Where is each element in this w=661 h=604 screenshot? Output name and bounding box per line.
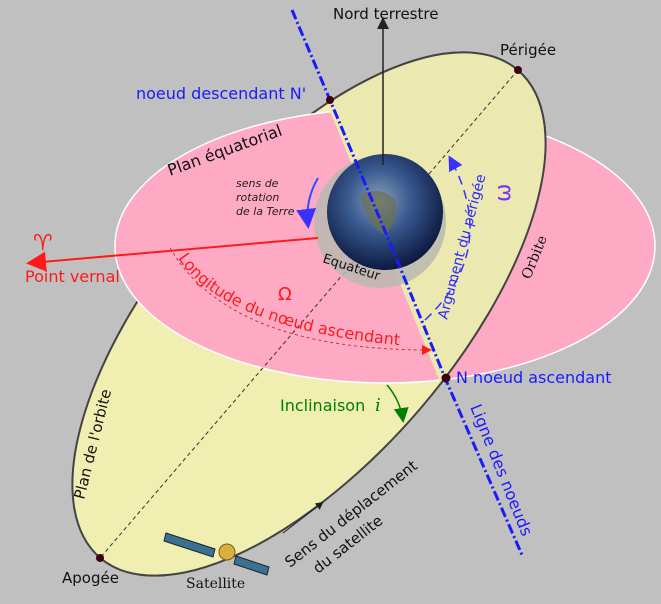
inclination-label: Inclinaison	[280, 396, 365, 415]
rotation-label-3: de la Terre	[236, 205, 295, 218]
argument-arc	[424, 155, 471, 321]
inclination-symbol: i	[375, 395, 381, 416]
satellite-icon	[163, 532, 270, 576]
rotation-arrow	[296, 177, 319, 229]
vernal-point-label: Point vernal	[25, 267, 120, 286]
apsides-line	[99, 69, 519, 559]
perigee-label: Périgée	[500, 41, 556, 59]
inclination-arc	[386, 384, 409, 423]
ascending-node-label: N noeud ascendant	[456, 368, 612, 387]
vernal-symbol: ♈	[33, 231, 53, 256]
rotation-label-2: rotation	[236, 191, 279, 204]
omega-upper-symbol: Ω	[278, 284, 292, 305]
apogee-label: Apogée	[62, 569, 119, 587]
satellite-direction-arrow	[282, 501, 324, 534]
apogee-point	[96, 554, 104, 562]
rotation-label-1: sens de	[236, 177, 279, 190]
satellite-label: Satellite	[186, 576, 245, 592]
ascending-node-point	[441, 373, 451, 383]
perigee-point	[514, 66, 522, 74]
longitude-arc	[169, 247, 432, 355]
vernal-line	[26, 237, 319, 272]
descending-node-label: noeud descendant N'	[136, 84, 306, 103]
descending-node-point	[326, 96, 334, 104]
line-of-nodes	[290, 9, 524, 556]
omega-lower-symbol: ω	[491, 184, 516, 202]
north-label: Nord terrestre	[333, 5, 438, 23]
line-of-nodes-label: Ligne des noeuds	[466, 401, 536, 538]
